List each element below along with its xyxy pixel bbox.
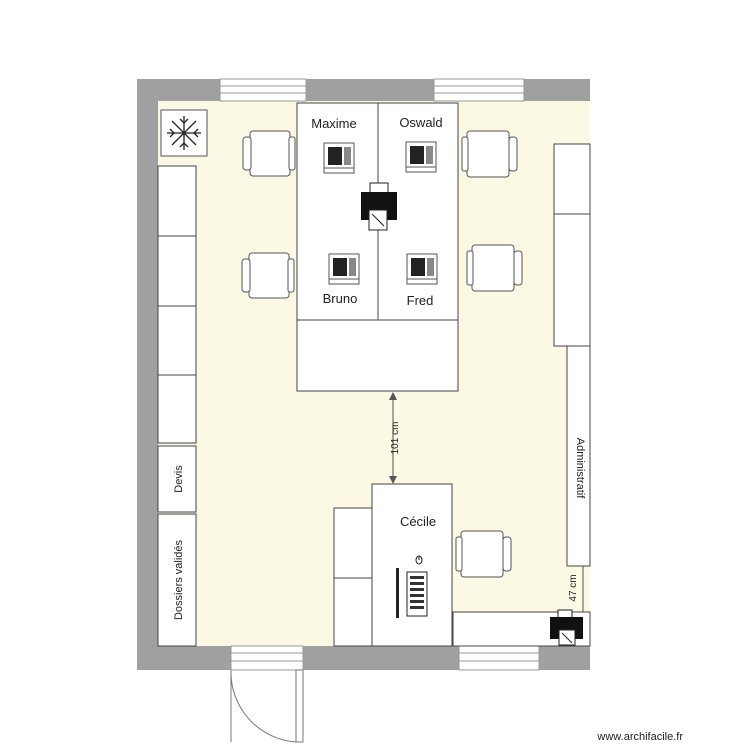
storage-units — [333, 507, 373, 647]
keyboard-icon — [406, 571, 428, 617]
cabinet-administratif-label: Administratif — [574, 438, 586, 499]
chair-icon — [241, 252, 295, 299]
window-bottom — [458, 645, 540, 671]
mouse-icon — [415, 555, 423, 565]
cabinet-devis-label: Devis — [173, 465, 185, 493]
chair-icon — [455, 530, 512, 578]
right-cabinets — [553, 143, 591, 347]
cabinet-devis — [157, 445, 197, 513]
chair-icon — [461, 130, 518, 178]
printer-icon — [550, 609, 583, 646]
aisle-dimension-label: 101 cm — [390, 422, 401, 455]
aisle-dimension — [389, 392, 397, 484]
laptop-icon — [405, 141, 437, 173]
printer-icon — [361, 182, 397, 231]
snowflake-icon — [160, 109, 208, 157]
cabinet-dossiers — [157, 513, 197, 647]
watermark: www.archifacile.fr — [596, 731, 683, 743]
laptop-icon — [406, 253, 438, 285]
desk-label-fred: Fred — [407, 293, 434, 308]
side-dimension-label: 47 cm — [568, 574, 579, 601]
desk-label-maxime: Maxime — [311, 116, 357, 131]
window-top-right — [433, 78, 525, 102]
chair-icon — [242, 130, 296, 177]
entrance-door[interactable] — [230, 645, 304, 743]
cabinet-administratif — [566, 345, 591, 567]
desk-label-bruno: Bruno — [323, 291, 358, 306]
monitor-icon — [396, 568, 399, 618]
laptop-icon — [323, 142, 355, 174]
window-top-left — [219, 78, 307, 102]
chair-icon — [466, 244, 523, 292]
cabinet-dossiers-label: Dossiers validés — [173, 539, 185, 620]
desk-label-cecile: Cécile — [400, 514, 436, 529]
laptop-icon — [328, 253, 360, 285]
desk-cecile — [371, 483, 453, 647]
desk-label-oswald: Oswald — [399, 115, 442, 130]
left-cabinets — [157, 165, 197, 444]
